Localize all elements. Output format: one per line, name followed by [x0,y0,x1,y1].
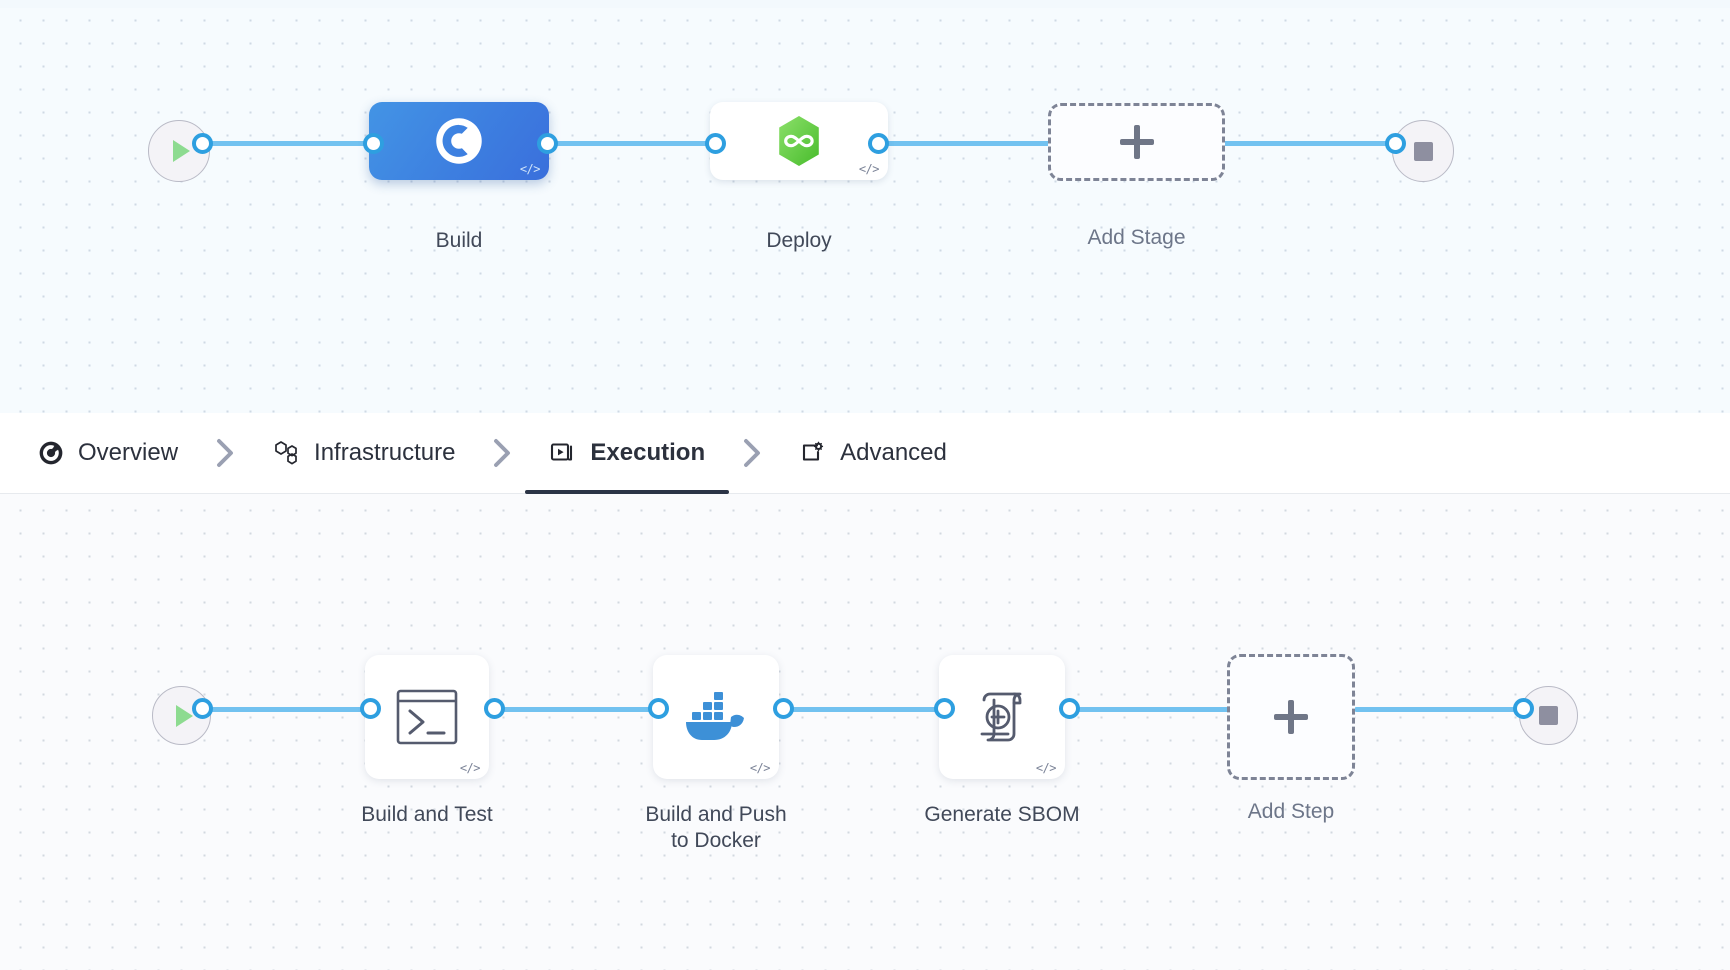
play-icon [173,140,190,162]
step-label-generate-sbom: Generate SBOM [924,803,1080,826]
sbom-scroll-icon [980,692,1022,742]
tab-overview[interactable]: Overview [36,413,180,494]
settings-box-icon [799,440,826,466]
stage-label-build: Build [435,229,483,252]
plus-icon [1119,125,1154,159]
edge-start-to-build [196,141,381,146]
edge-add-to-end [1222,141,1402,146]
steps-canvas[interactable]: </> Build and Test </> [0,494,1730,970]
port-step3-in[interactable] [934,698,955,719]
tab-label-advanced: Advanced [840,439,947,466]
tab-chevron-icon [741,438,763,468]
port-step1-out[interactable] [484,698,505,719]
step-node-generate-sbom[interactable]: </> [939,655,1065,779]
stop-icon [1539,706,1558,725]
stage-config-tabs: Overview Infrastructure [0,413,1730,494]
tab-advanced[interactable]: Advanced [797,413,949,494]
port-exec-start-out[interactable] [192,698,213,719]
tab-chevron-icon [491,438,513,468]
stop-icon [1413,141,1433,161]
code-badge-icon: </> [459,761,481,775]
port-step3-out[interactable] [1059,698,1080,719]
add-stage-button[interactable] [1048,103,1225,181]
port-start-out[interactable] [192,133,213,154]
ci-build-icon [436,118,482,164]
plus-icon [1274,700,1308,734]
port-end-in[interactable] [1385,133,1406,154]
port-deploy-out[interactable] [868,133,889,154]
code-badge-icon: </> [749,761,771,775]
step-label-line-1: Build and Push [645,803,787,826]
play-box-icon [549,440,576,466]
tab-label-overview: Overview [78,439,179,466]
code-badge-icon: </> [1035,761,1057,775]
edge-step1-to-step2 [490,707,664,712]
edge-step3-to-add [1066,707,1230,712]
tab-label-infrastructure: Infrastructure [314,439,456,466]
stage-node-build[interactable]: </> [369,102,549,180]
add-stage-label: Add Stage [1087,226,1186,249]
port-build-in[interactable] [363,133,384,154]
edge-start-to-step1 [196,707,372,712]
edge-build-to-deploy [540,141,710,146]
step-node-build-and-test[interactable]: </> [365,655,489,779]
add-step-label: Add Step [1247,800,1335,823]
execution-start-node[interactable] [152,686,211,745]
harness-infinity-icon [779,116,819,166]
code-badge-icon: </> [519,162,541,176]
port-exec-end-in[interactable] [1513,698,1534,719]
port-deploy-in[interactable] [705,133,726,154]
step-node-build-and-push-to-docker[interactable]: </> [653,655,779,779]
add-step-button[interactable] [1227,654,1355,780]
step-label-build-and-push-to-docker: Build and Push to Docker [607,802,825,853]
step-label-line-2: to Docker [671,828,761,852]
stage-node-deploy[interactable]: </> [710,102,888,180]
edge-add-to-end [1354,707,1520,712]
stage-label-deploy: Deploy [766,229,832,252]
tab-chevron-icon [214,438,236,468]
stages-canvas[interactable]: </> Build </> Deploy Add Stage [0,0,1730,413]
tab-execution[interactable]: Execution [525,413,729,494]
tab-infrastructure[interactable]: Infrastructure [270,413,457,494]
hexagons-icon [272,440,300,466]
play-icon [175,704,193,727]
tab-label-execution: Execution [590,439,706,466]
port-step2-in[interactable] [648,698,669,719]
port-build-out[interactable] [537,133,558,154]
port-step2-out[interactable] [773,698,794,719]
code-badge-icon: </> [858,162,880,176]
docker-whale-icon [686,692,744,740]
overview-pie-icon [38,440,64,466]
edge-deploy-to-add [872,141,1062,146]
port-step1-in[interactable] [360,698,381,719]
edge-step2-to-step3 [780,707,946,712]
step-label-build-and-test: Build and Test [361,803,493,826]
terminal-icon [396,689,458,745]
